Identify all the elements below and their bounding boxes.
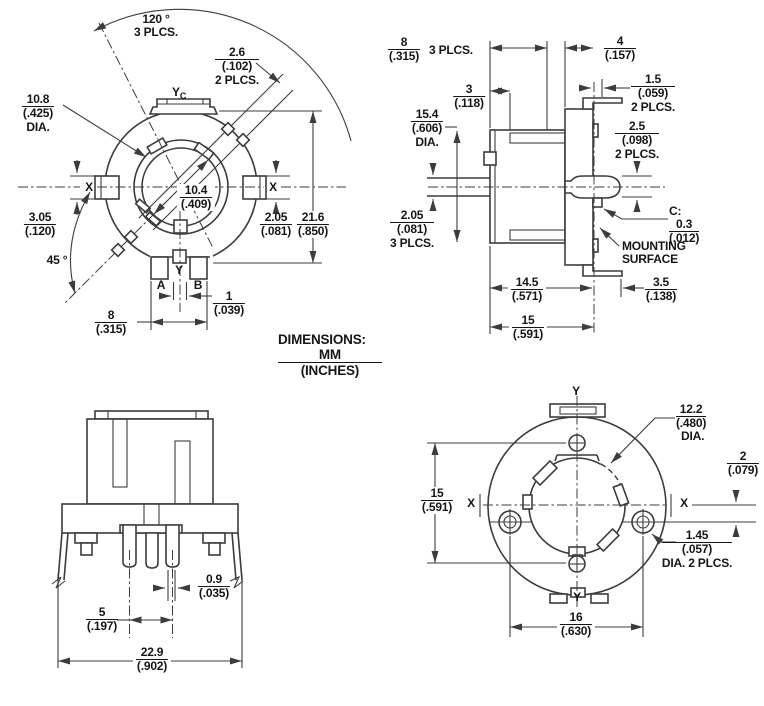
front-pin-span-dim: 8 (.315) <box>94 308 128 336</box>
side-chamfer-dim: C: 0.3 (.012) <box>669 204 700 245</box>
arc-45deg <box>68 191 91 294</box>
front-angle-120-label: 120 ° 3 PLCS. <box>134 12 178 39</box>
front-terminal-b-label: B <box>193 278 203 292</box>
front-keyway-width-dim: 2.6 (.102) 2 PLCS. <box>215 45 259 87</box>
front-view <box>18 8 352 330</box>
rear-y-bottom-label: Y <box>573 590 581 604</box>
front-bore-dia-dim: 10.4 (.409) <box>176 184 216 211</box>
bottom-body <box>86 418 214 505</box>
rear-screw-span-v-dim: 15 (.591) <box>417 487 457 514</box>
side-body-dia-dim: 15.4 (.606) DIA. <box>410 107 444 149</box>
front-x-left-label: X <box>85 180 93 194</box>
side-tab-thickness-dim: 2.05 (.081) 3 PLCS. <box>390 208 434 250</box>
side-shaft <box>564 175 621 199</box>
rear-view <box>427 396 756 637</box>
terminal-pin <box>122 524 137 568</box>
front-angle-45-label: 45 ° <box>46 253 68 267</box>
side-slot-depth-dim: 3 (.118) <box>453 82 485 110</box>
front-tab-right-dim: 2.05 (.081) <box>259 210 293 238</box>
front-y-top-label: YC <box>172 85 187 102</box>
front-slot-width-dim: 1 (.039) <box>212 289 246 317</box>
rear-y-top-label: Y <box>572 384 580 398</box>
side-clip-lip-dim: 1.5 (.059) 2 PLCS. <box>631 72 675 114</box>
side-plate-thickness-dim: 4 (.157) <box>603 34 637 62</box>
front-ring-dia-dim: 10.8 (.425) DIA. <box>21 92 55 134</box>
terminal-pin <box>165 524 180 568</box>
side-clip-ext-dim: 3.5 (.138) <box>644 275 678 303</box>
side-total-depth-dim: 15 (.591) <box>508 314 548 341</box>
terminal-pin <box>145 532 159 569</box>
dimensions-note: DIMENSIONS: MM (INCHES) <box>278 332 382 378</box>
front-tab-left-dim: 3.05 (.120) <box>23 210 57 238</box>
rear-screw-span-h-dim: 16 (.630) <box>556 611 596 638</box>
side-view <box>427 41 668 334</box>
front-outer-height-dim: 21.6 (.850) <box>293 211 333 238</box>
bottom-pin-pitch-dim: 5 (.197) <box>85 605 119 633</box>
side-pin-pitch-note: 3 PLCS. <box>429 43 473 57</box>
rear-x-left-label: X <box>467 496 475 510</box>
front-x-right-label: X <box>269 180 277 194</box>
rear-offset-dim: 2 (.079) <box>726 449 760 477</box>
side-pin-pitch-dim: 8 (.315) <box>387 35 421 63</box>
side-mounting-surface-label: MOUNTING SURFACE <box>622 239 686 266</box>
rear-x-right-label: X <box>680 496 688 510</box>
rear-screw-dia-dim: 1.45 (.057) DIA. 2 PLCS. <box>661 528 733 570</box>
bottom-overall-width-dim: 22.9 (.902) <box>132 646 172 673</box>
rear-bore-dia-dim: 12.2 (.480) DIA. <box>676 402 707 443</box>
arc-120deg <box>93 8 352 142</box>
bottom-pin-width-dim: 0.9 (.035) <box>197 572 231 600</box>
front-y-bottom-label: Y <box>175 263 183 277</box>
side-shaft-thickness-dim: 2.5 (.098) 2 PLCS. <box>615 119 659 161</box>
bottom-view <box>51 410 244 668</box>
side-depth-dim: 14.5 (.571) <box>507 276 547 303</box>
front-terminal-a-label: A <box>156 278 166 292</box>
